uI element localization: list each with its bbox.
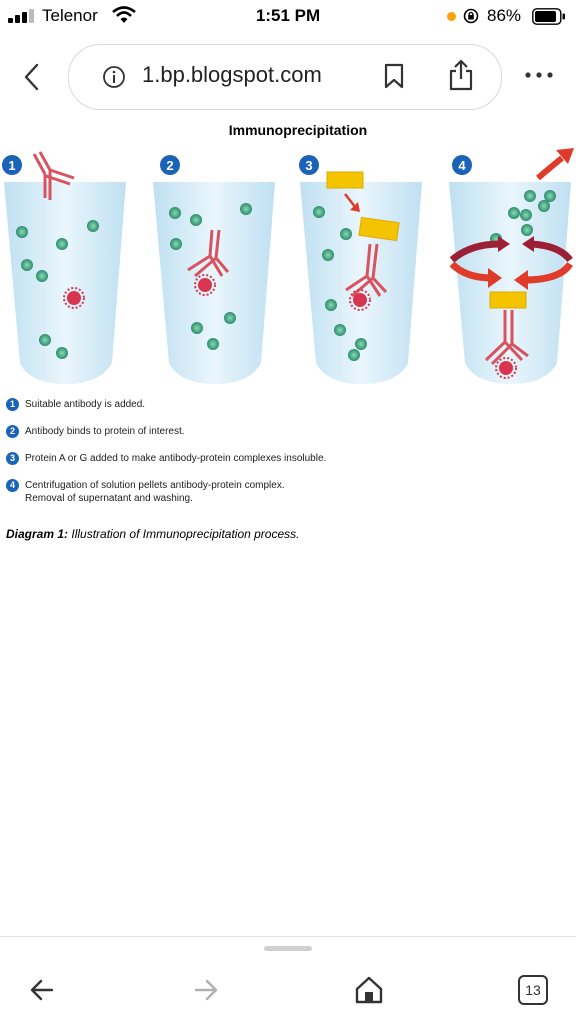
svg-text:1: 1 — [8, 158, 15, 173]
url-text[interactable]: 1.bp.blogspot.com — [142, 62, 322, 87]
step-number-2: 2 — [6, 425, 19, 438]
target-protein-icon — [63, 287, 85, 309]
share-icon[interactable] — [448, 59, 474, 91]
tabs-icon[interactable]: 13 — [518, 975, 548, 1005]
status-bar: Telenor 1:51 PM 86% — [0, 0, 576, 34]
legend-item-1: 1 Suitable antibody is added. — [6, 398, 566, 411]
tube-1: 1 — [2, 151, 126, 384]
nav-back-icon[interactable] — [28, 976, 56, 1004]
svg-text:4: 4 — [458, 158, 466, 173]
step-text-1: Suitable antibody is added. — [25, 399, 146, 410]
bookmark-icon[interactable] — [384, 63, 404, 89]
step-text-4: Centrifugation of solution pellets antib… — [25, 480, 285, 491]
home-icon[interactable] — [354, 975, 384, 1005]
clock: 1:51 PM — [255, 6, 321, 25]
caption-label: Diagram 1: — [6, 527, 69, 541]
svg-text:2: 2 — [166, 158, 173, 173]
step-badge-1 — [2, 155, 22, 175]
tube-2: 2 — [153, 155, 275, 384]
orientation-lock-icon — [463, 8, 479, 24]
step-text-3: Protein A or G added to make antibody-pr… — [25, 453, 327, 464]
recording-dot-icon — [447, 12, 456, 21]
tube-4: 4 — [449, 148, 574, 384]
legend-item-2: 2 Antibody binds to protein of interest. — [6, 425, 566, 438]
battery-icon — [532, 8, 565, 25]
svg-text:3: 3 — [305, 158, 312, 173]
back-chevron-icon[interactable] — [22, 62, 40, 92]
antibody-icon — [32, 151, 75, 200]
diagram-caption: Diagram 1: Illustration of Immunoprecipi… — [6, 527, 299, 541]
step-legend: 1 Suitable antibody is added. 2 Antibody… — [6, 398, 566, 519]
caption-text: Illustration of Immunoprecipitation proc… — [71, 527, 300, 541]
battery-percent: 86% — [487, 6, 522, 25]
step-number-3: 3 — [6, 452, 19, 465]
step-number-1: 1 — [6, 398, 19, 411]
tube-3: 3 — [299, 155, 422, 384]
step-badge-3 — [299, 155, 319, 175]
step-number-4: 4 — [6, 479, 19, 492]
carrier-name: Telenor — [42, 6, 98, 25]
diagram-title: Immunoprecipitation — [228, 122, 368, 138]
nav-forward-icon[interactable] — [192, 976, 220, 1004]
more-icon[interactable] — [524, 70, 554, 80]
signal-icon — [8, 9, 34, 23]
drag-handle[interactable] — [264, 946, 312, 951]
immunoprecipitation-diagram: 1 2 3 — [2, 148, 574, 384]
legend-item-4: 4 Centrifugation of solution pellets ant… — [6, 479, 566, 505]
legend-item-3: 3 Protein A or G added to make antibody-… — [6, 452, 566, 465]
centrifuge-arrows-icon — [449, 236, 573, 290]
step-badge-2 — [160, 155, 180, 175]
address-bar[interactable] — [68, 44, 502, 110]
step-badge-4 — [452, 155, 472, 175]
wifi-icon — [112, 6, 136, 23]
info-icon[interactable] — [102, 65, 126, 89]
step-text-2: Antibody binds to protein of interest. — [25, 426, 185, 437]
step-text-4-line2: Removal of supernatant and washing. — [25, 493, 193, 504]
